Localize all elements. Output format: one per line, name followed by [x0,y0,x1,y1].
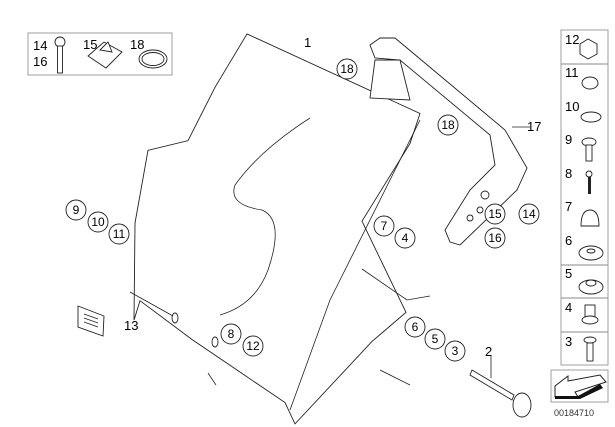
callout-10[interactable]: 10 [91,215,105,229]
inset-label-15: 15 [83,37,97,52]
part-label-6: 6 [565,233,572,248]
screw-part-2 [469,355,532,418]
inset-label-18: 18 [130,37,144,52]
part-label-10: 10 [565,99,579,114]
callout-18[interactable]: 18 [441,118,455,132]
callout-8[interactable]: 8 [228,327,235,341]
part-label-5: 5 [565,266,572,281]
collar-screw-icon [583,336,597,362]
grommet-icon [581,76,599,90]
cap-nut-icon [580,209,600,227]
callout-16[interactable]: 16 [488,231,502,245]
label-part-1: 1 [304,35,311,50]
part-label-4: 4 [565,300,572,315]
spacer-sleeve-icon [581,304,599,325]
mounting-bracket [369,37,530,246]
inset-label-14: 14 [33,38,47,53]
inset-label-16: 16 [33,54,47,69]
reference-number: 00184710 [554,408,594,418]
inset-box: 14 16 15 18 [27,32,173,76]
callout-18[interactable]: 18 [340,62,354,76]
label-plate-icon [77,305,105,337]
label-part-13: 13 [124,318,138,333]
callout-7[interactable]: 7 [381,219,388,233]
washer-icon [580,111,602,123]
callout-4[interactable]: 4 [402,231,409,245]
bolt-icon [581,137,597,162]
navigate-arrow-box[interactable] [550,369,609,403]
callout-3[interactable]: 3 [452,344,459,358]
callout-15[interactable]: 15 [488,207,502,221]
label-part-17: 17 [527,119,541,134]
parts-column: 12 11 10 9 8 7 6 5 4 3 [560,29,609,366]
callout-6[interactable]: 6 [412,320,419,334]
hex-nut-icon [579,38,598,60]
part-label-8: 8 [565,166,572,181]
screw-icon [54,36,66,74]
part-label-11: 11 [565,65,579,80]
part-label-7: 7 [565,199,572,214]
stud-icon [585,170,593,194]
o-ring-icon [138,49,168,69]
label-part-2: 2 [485,344,492,359]
callout-11[interactable]: 11 [113,227,126,241]
callout-14[interactable]: 14 [522,207,536,221]
rubber-washer-icon [578,245,604,261]
callout-5[interactable]: 5 [432,332,439,346]
part-label-9: 9 [565,132,572,147]
callout-9[interactable]: 9 [73,203,80,217]
windshield [129,33,431,425]
rubber-mount-icon [578,279,604,295]
clip-nut-icon [87,41,123,69]
part-label-3: 3 [565,334,572,349]
callout-12[interactable]: 12 [246,339,260,353]
arrow-shadow-icon [555,384,603,399]
part-label-12: 12 [565,32,579,47]
